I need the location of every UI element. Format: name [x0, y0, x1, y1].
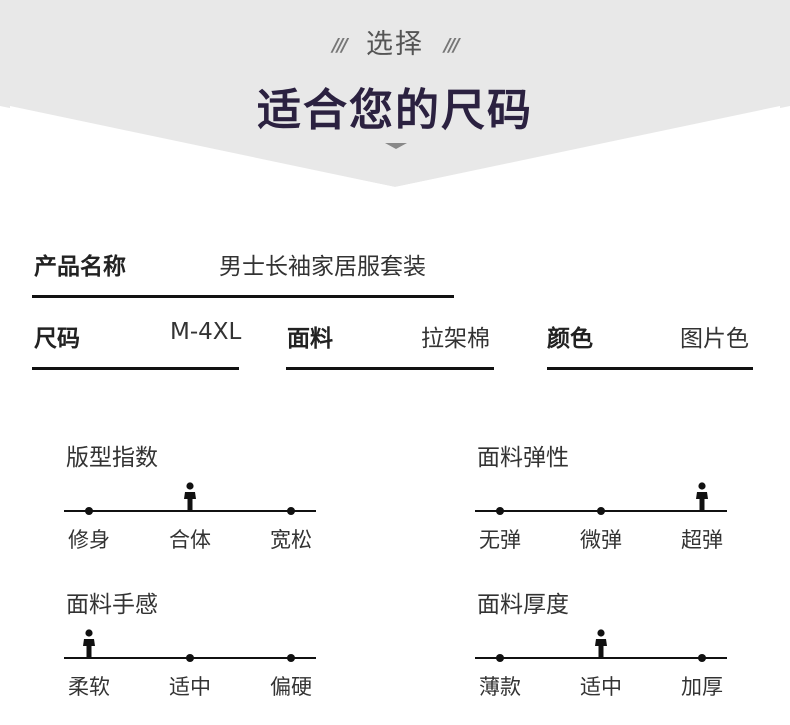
header-subtitle: 适合您的尺码: [257, 85, 533, 136]
scale-option-label: 薄款: [479, 675, 521, 699]
scale-elasticity: 面料弹性无弹 微弹 超弹: [475, 438, 727, 568]
person-marker-icon: [184, 482, 196, 511]
scale-title: 面料厚度: [477, 592, 569, 618]
spec-value-fabric: 拉架棉: [421, 326, 490, 352]
decor-right-marks: ///: [444, 35, 460, 56]
scale-dot: [496, 507, 504, 515]
scale-title: 面料手感: [66, 592, 158, 618]
decor-left-marks: ///: [332, 35, 348, 56]
scale-dot: [85, 507, 93, 515]
product-name-value: 男士长袖家居服套装: [219, 254, 426, 280]
scale-dot: [287, 654, 295, 662]
product-name-label: 产品名称: [34, 254, 126, 280]
header-background: [0, 0, 790, 190]
scale-option-label: 无弹: [479, 528, 521, 552]
person-marker-icon: [595, 629, 607, 658]
scale-fit: 版型指数修身 合体 宽松: [64, 438, 316, 568]
scale-option-label: 加厚: [681, 675, 723, 699]
scale-option-label: 适中: [169, 675, 211, 699]
scale-dot: [186, 654, 194, 662]
spec-label-size: 尺码: [34, 326, 80, 352]
spec-value-size: M-4XL: [170, 319, 242, 345]
scale-dot: [597, 507, 605, 515]
scale-thickness: 面料厚度薄款 适中 加厚: [475, 585, 727, 715]
person-marker-icon: [696, 482, 708, 511]
spec-label-color: 颜色: [547, 326, 593, 352]
scale-option-label: 柔软: [68, 675, 110, 699]
spec-value-color: 图片色: [680, 326, 749, 352]
scale-title: 版型指数: [66, 445, 158, 471]
scale-dot: [287, 507, 295, 515]
spec-label-fabric: 面料: [287, 326, 333, 352]
scale-track: [475, 657, 727, 659]
scale-title: 面料弹性: [477, 445, 569, 471]
scale-option-label: 修身: [68, 528, 110, 552]
scale-option-label: 合体: [169, 528, 211, 552]
scale-option-label: 偏硬: [270, 675, 312, 699]
spec-underline-fabric: [286, 367, 494, 370]
scale-dot: [496, 654, 504, 662]
header-title-text: 选择: [366, 29, 424, 60]
scale-feel: 面料手感柔软 适中 偏硬: [64, 585, 316, 715]
header-title: /// 选择 ///: [0, 22, 790, 61]
spec-underline-color: [547, 367, 753, 370]
product-name-underline: [32, 295, 454, 298]
scale-option-label: 微弹: [580, 528, 622, 552]
scale-option-label: 超弹: [681, 528, 723, 552]
chevron-down-icon: [385, 143, 407, 149]
scale-track: [64, 510, 316, 512]
scale-option-label: 适中: [580, 675, 622, 699]
spec-underline-size: [32, 367, 239, 370]
scale-option-label: 宽松: [270, 528, 312, 552]
scale-dot: [698, 654, 706, 662]
person-marker-icon: [83, 629, 95, 658]
